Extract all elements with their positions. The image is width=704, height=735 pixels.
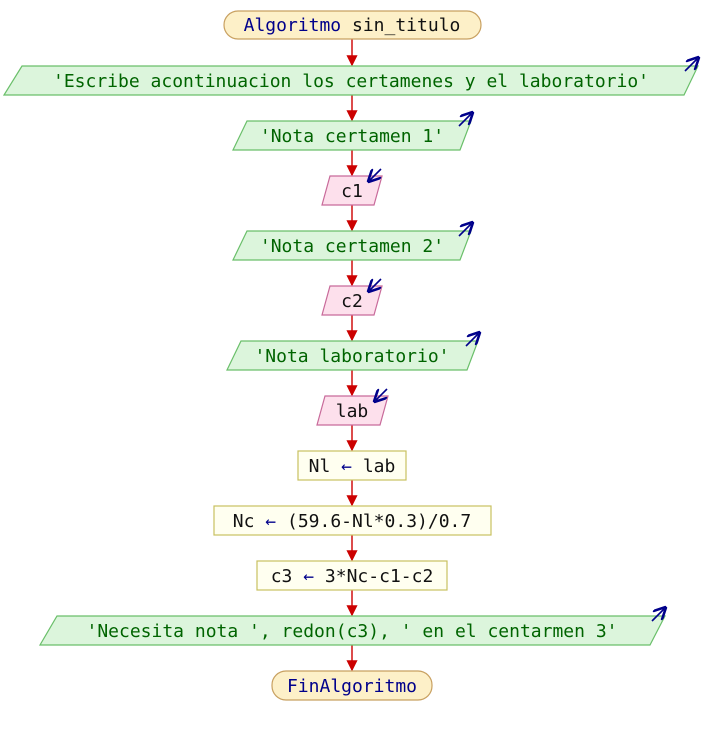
output-arrow-icon <box>465 334 478 347</box>
assign-text: Nl ← lab <box>309 456 396 477</box>
output-text: 'Nota laboratorio' <box>254 346 449 367</box>
algorithm-name: sin_titulo <box>352 15 460 36</box>
output-arrow-icon <box>458 224 471 237</box>
output-text: 'Necesita nota ', redon(c3), ' en el cen… <box>86 621 617 642</box>
output-arrow-icon <box>458 114 471 127</box>
input-arrow-icon <box>376 388 388 400</box>
start-label: Algoritmo sin_titulo <box>244 15 461 36</box>
output-arrow-icon <box>684 59 697 72</box>
assign-text: c3 ← 3*Nc-c1-c2 <box>271 566 434 587</box>
output-step-3: 'Nota certamen 2' <box>232 224 471 261</box>
input-variable: c1 <box>341 181 363 202</box>
assign-step-c3: c3 ← 3*Nc-c1-c2 <box>256 560 448 591</box>
output-step-2: 'Nota certamen 1' <box>232 114 471 151</box>
start-terminal: Algoritmo sin_titulo <box>223 10 482 40</box>
input-step-c1: c1 <box>321 168 383 206</box>
end-keyword: FinAlgoritmo <box>287 676 417 697</box>
output-text: 'Nota certamen 2' <box>260 236 444 257</box>
output-step-5: 'Necesita nota ', redon(c3), ' en el cen… <box>38 609 665 646</box>
output-step-4: 'Nota laboratorio' <box>226 334 478 371</box>
assign-text: Nc ← (59.6-Nl*0.3)/0.7 <box>233 511 471 532</box>
output-text: 'Nota certamen 1' <box>260 126 444 147</box>
input-variable: c2 <box>341 291 363 312</box>
output-arrow-icon <box>651 609 664 622</box>
input-step-c2: c2 <box>321 278 383 316</box>
output-text: 'Escribe acontinuacion los certamenes y … <box>53 71 649 92</box>
input-variable: lab <box>336 401 369 422</box>
assign-step-nc: Nc ← (59.6-Nl*0.3)/0.7 <box>213 505 492 536</box>
input-arrow-icon <box>370 278 382 290</box>
start-keyword: Algoritmo <box>244 15 342 36</box>
input-arrow-icon <box>370 168 382 180</box>
assign-step-nl: Nl ← lab <box>297 450 407 481</box>
end-terminal: FinAlgoritmo <box>271 670 433 701</box>
output-step-1: 'Escribe acontinuacion los certamenes y … <box>2 59 698 96</box>
input-step-lab: lab <box>316 388 389 426</box>
